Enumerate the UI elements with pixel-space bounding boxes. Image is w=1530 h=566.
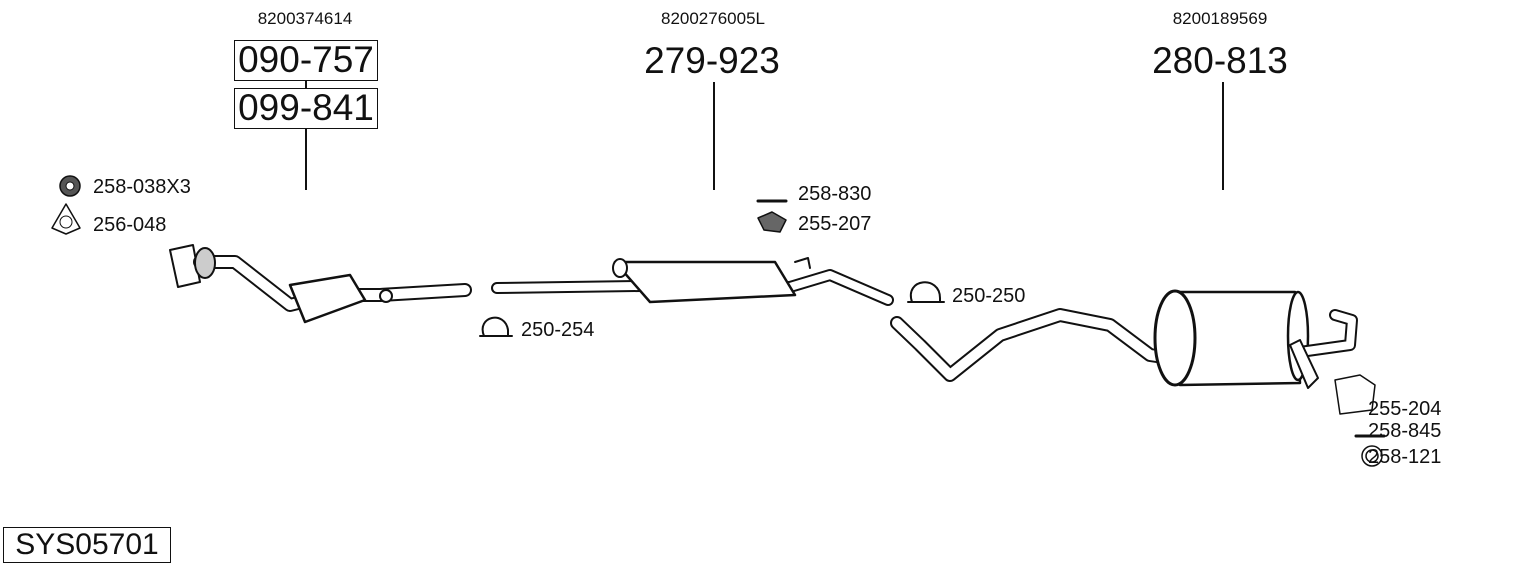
front-pipe-catalyst	[169, 244, 472, 324]
clamp-icon	[907, 281, 945, 303]
connector-line	[305, 80, 307, 88]
system-code: SYS05701	[3, 527, 171, 563]
oem-number: 8200276005L	[660, 9, 766, 28]
accessory-label[interactable]: 258-830	[798, 183, 872, 205]
part-number-box[interactable]: 090-757	[234, 40, 378, 81]
accessory-label[interactable]: 258-845	[1368, 420, 1442, 442]
accessory-label[interactable]: 258-121	[1368, 446, 1442, 468]
accessory-label[interactable]: 255-204	[1368, 398, 1442, 420]
accessory-label[interactable]: 250-250	[952, 285, 1026, 307]
accessory-label[interactable]: 258-038X3	[93, 176, 191, 198]
part-number[interactable]: 280-813	[1152, 40, 1288, 81]
middle-silencer	[491, 257, 894, 306]
rubber-mount-icon	[757, 211, 787, 233]
accessory-label[interactable]: 255-207	[798, 213, 872, 235]
clamp-icon	[479, 316, 513, 337]
part-number[interactable]: 279-923	[644, 40, 780, 81]
oem-number: 8200374614	[257, 9, 353, 28]
accessory-label[interactable]: 250-254	[521, 319, 595, 341]
accessory-label[interactable]: 256-048	[93, 214, 167, 236]
leader-line	[1222, 82, 1224, 190]
leader-line	[713, 82, 715, 190]
part-number-box[interactable]: 099-841	[234, 88, 378, 129]
leader-line	[305, 129, 307, 190]
oem-number: 8200189569	[1172, 9, 1268, 28]
rear-silencer	[890, 289, 1358, 389]
bracket-icon	[1334, 374, 1376, 415]
